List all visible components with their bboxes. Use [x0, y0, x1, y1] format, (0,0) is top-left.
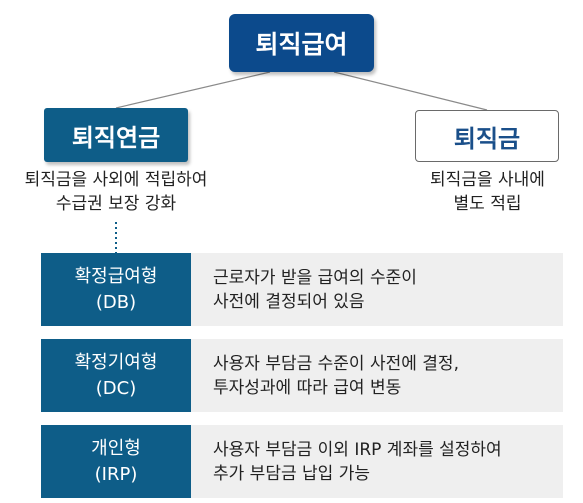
severance-description: 퇴직금을 사내에 별도 적립 [385, 168, 583, 216]
type-dc-desc-line2: 투자성과에 따라 급여 변동 [213, 377, 402, 398]
node-retirement-pension: 퇴직연금 [44, 108, 188, 162]
root-node-retirement-benefits: 퇴직급여 [229, 14, 374, 72]
node-severance-pay: 퇴직금 [415, 110, 559, 162]
type-dc-desc-line1: 사용자 부담금 수준이 사전에 결정, [213, 353, 459, 374]
type-dc-label: 확정기여형 (DC) [41, 339, 191, 412]
type-irp-label: 개인형 (IRP) [41, 425, 191, 498]
pension-desc-line2: 수급권 보장 강화 [55, 194, 177, 214]
type-db-description: 근로자가 받을 급여의 수준이 사전에 결정되어 있음 [191, 253, 563, 326]
connector-root-severance [333, 71, 488, 111]
type-db-desc-line1: 근로자가 받을 급여의 수준이 [213, 267, 417, 288]
type-dc-abbr: (DC) [95, 377, 137, 399]
pension-description: 퇴직금을 사외에 적립하여 수급권 보장 강화 [0, 168, 232, 216]
severance-desc-line2: 별도 적립 [453, 194, 522, 214]
type-db-abbr: (DB) [95, 291, 137, 313]
type-irp-abbr: (IRP) [94, 463, 138, 485]
type-irp-desc-line1: 사용자 부담금 이외 IRP 계좌를 설정하여 [213, 439, 502, 460]
type-db-desc-line2: 사전에 결정되어 있음 [213, 291, 365, 312]
type-db-label: 확정급여형 (DB) [41, 253, 191, 326]
connector-root-pension [115, 71, 271, 109]
pension-desc-line1: 퇴직금을 사외에 적립하여 [24, 170, 208, 190]
type-db-name: 확정급여형 [74, 265, 158, 287]
severance-desc-line1: 퇴직금을 사내에 [430, 170, 545, 190]
type-irp-desc-line2: 추가 부담금 납입 가능 [213, 463, 370, 484]
type-irp-name: 개인형 [91, 437, 141, 459]
type-dc-name: 확정기여형 [74, 351, 158, 373]
type-dc-description: 사용자 부담금 수준이 사전에 결정, 투자성과에 따라 급여 변동 [191, 339, 563, 412]
type-irp-description: 사용자 부담금 이외 IRP 계좌를 설정하여 추가 부담금 납입 가능 [191, 425, 563, 498]
